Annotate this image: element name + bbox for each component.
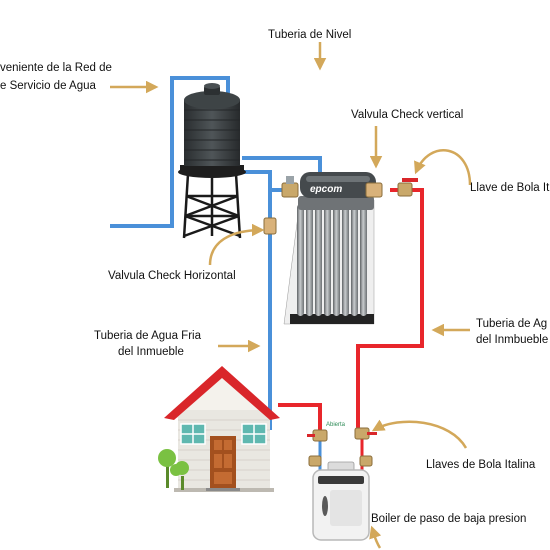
ball-valve-hot-icon: [354, 427, 377, 440]
boiler-icon: [312, 461, 370, 541]
valve-open-tag: Abierta: [326, 422, 346, 428]
ball-valve-cold-icon: [307, 429, 328, 442]
check-vertical-label: Valvula Check vertical: [351, 109, 463, 121]
supply-label-line2: e Servicio de Agua: [0, 80, 97, 92]
arrow-ball-valves: [371, 419, 468, 449]
cold-pipe-label-line1: Tuberia de Agua Fria: [94, 330, 202, 342]
check-valve-left-icon: [281, 176, 299, 198]
hot-pipe-label-line1: Tuberia de Ag: [476, 318, 547, 330]
ball-valve-top-label: Llave de Bola It: [470, 182, 550, 194]
boiler-valve-left-icon: [308, 455, 322, 467]
bush-icon: [158, 449, 189, 490]
collector-tubes: [297, 204, 367, 316]
house-window-right: [241, 423, 267, 445]
tank-outlet-pipe: [240, 170, 288, 192]
labels: veniente de la Red de e Servicio de Agua…: [0, 29, 550, 525]
cold-pipe-label-line2: del Inmueble: [118, 346, 184, 358]
check-valve-vertical-icon: [365, 182, 383, 198]
roof: [164, 366, 280, 420]
ball-valve-top-icon: [397, 178, 418, 197]
hot-pipe-label-line2: del Inmbueble: [476, 334, 548, 346]
arrow-check-horizontal: [208, 223, 265, 266]
boiler-valve-right-icon: [359, 455, 373, 467]
solar-collector-icon: epcom: [283, 172, 376, 325]
hot-house-pipe: [278, 403, 322, 440]
house-window-left: [180, 423, 206, 445]
check-valve-horizontal-icon: [263, 217, 277, 235]
arrow-ball-valve-top: [414, 149, 472, 186]
boiler-label: Boiler de paso de baja presion: [371, 513, 526, 525]
collector-brand-label: epcom: [310, 184, 342, 195]
level-pipe-label: Tuberia de Nivel: [268, 29, 351, 41]
check-horizontal-label: Valvula Check Horizontal: [108, 270, 236, 282]
arrow-boiler: [369, 525, 382, 549]
valves: Abierta: [263, 176, 418, 467]
tank-stand: [182, 173, 242, 239]
water-tank-icon: [178, 83, 246, 239]
house-icon: [158, 366, 280, 492]
annotation-arrows: [110, 42, 472, 549]
supply-label-line1: veniente de la Red de: [0, 62, 112, 74]
ball-valves-label: Llaves de Bola Italina: [426, 459, 536, 471]
supply-pipe: [110, 76, 230, 228]
